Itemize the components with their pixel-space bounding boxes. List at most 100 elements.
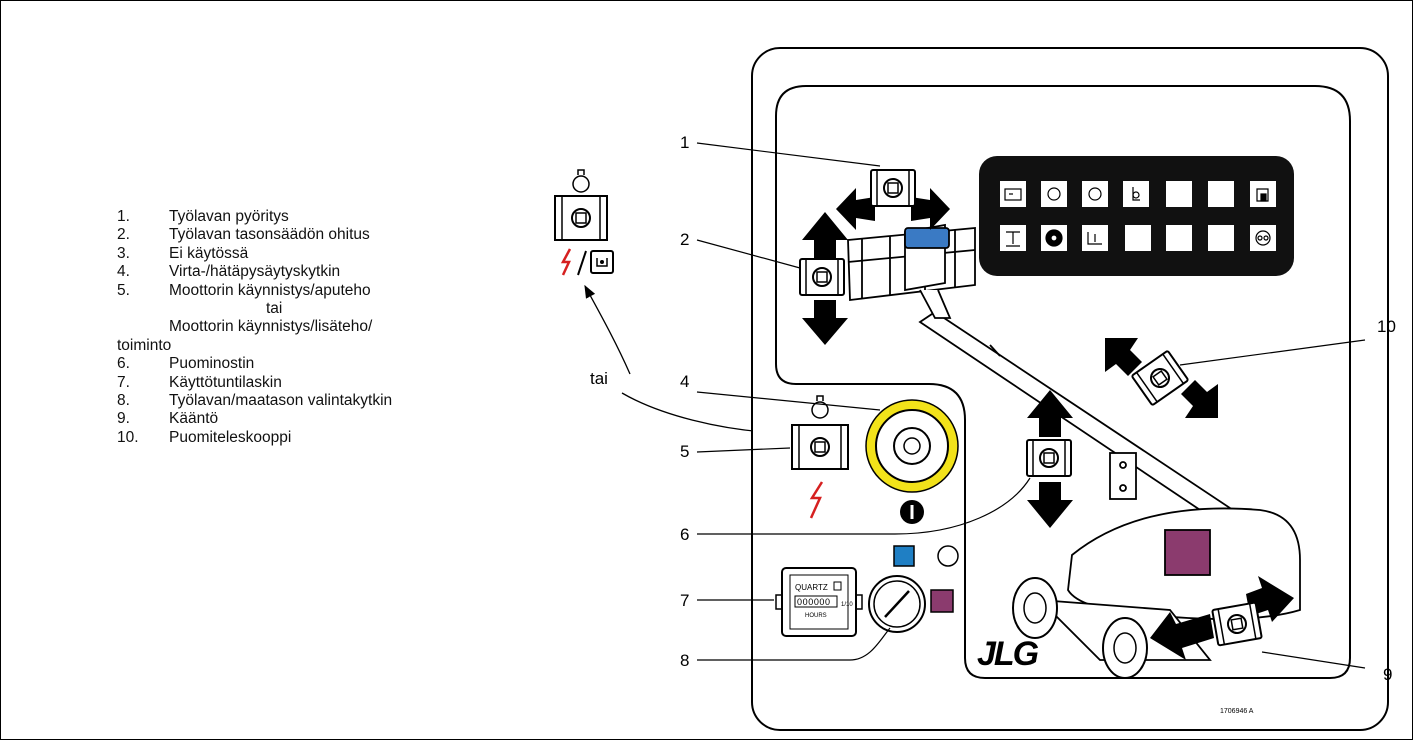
jlg-logo: JLG — [977, 635, 1039, 673]
legend-text: Työlavan/maatason valintakytkin — [169, 392, 393, 410]
callout-6: 6 — [680, 525, 689, 544]
oil-pressure-indicator — [1041, 181, 1067, 207]
telescope-arrow-in — [1181, 380, 1218, 418]
rotate-arrow-left — [836, 188, 875, 230]
hour-meter-digits: 000000 — [797, 597, 831, 607]
legend-or: tai — [266, 300, 283, 318]
glow-plug-indicator — [1250, 225, 1276, 251]
ground-select-button — [930, 589, 954, 613]
callout-2: 2 — [680, 230, 689, 249]
legend-text: Kääntö — [169, 410, 219, 428]
alt-start-switch — [554, 195, 608, 241]
engine-start-switch — [791, 424, 849, 470]
level-arrow-down — [802, 300, 848, 345]
indicator-lamp — [937, 545, 959, 567]
legend-text: Puomiteleskooppi — [169, 428, 292, 446]
legend-number: 3. — [117, 244, 130, 262]
engine-icon — [572, 169, 590, 193]
coolant-temp-indicator — [1123, 181, 1149, 207]
auxiliary-function-icon — [590, 250, 614, 274]
legend-number: 9. — [117, 410, 130, 428]
blank-indicator — [1208, 225, 1234, 251]
leader-lines — [696, 142, 1366, 669]
hour-meter-fraction: 1/10 — [841, 602, 853, 608]
legend-number: 5. — [117, 281, 130, 299]
callout-8: 8 — [680, 651, 689, 670]
legend-item: 6. Puominostin — [117, 355, 392, 373]
hour-meter-brand: QUARTZ — [795, 583, 828, 592]
swing-switch — [1211, 601, 1263, 647]
callout-9: 9 — [1383, 665, 1392, 684]
part-number: 1706946 A — [1220, 708, 1254, 715]
wheel — [1012, 577, 1058, 639]
blank-indicator — [1125, 225, 1151, 251]
platform-basket — [847, 223, 976, 319]
legend-item: 9. Kääntö — [117, 410, 392, 428]
platform-rotate-switch — [870, 169, 916, 207]
level-arrow-up — [802, 212, 848, 258]
legend-item: 1. Työlavan pyöritys — [117, 208, 392, 226]
indicator-lights — [1000, 181, 1276, 251]
callout-4: 4 — [680, 372, 689, 391]
boom-lift-switch — [1026, 439, 1072, 477]
power-icon — [900, 500, 924, 524]
direction-arrows — [802, 188, 1294, 660]
blank-indicator — [1166, 225, 1192, 251]
legend: 1. Työlavan pyöritys 2. Työlavan tasonsääd… — [117, 208, 392, 447]
emergency-stop-button — [865, 399, 959, 493]
legend-text: Käyttötuntilaskin — [169, 373, 282, 391]
platform-level-override-switch — [799, 258, 845, 296]
legend-text: Puominostin — [169, 355, 255, 373]
legend-text: Työlavan pyöritys — [169, 208, 289, 225]
legend-number: 2. — [117, 226, 130, 244]
callout-labels: 1 2 4 5 6 7 8 9 10 — [680, 133, 1396, 684]
indicator-symbols — [1004, 187, 1271, 247]
legend-item: 3. Ei käytössä — [117, 245, 392, 263]
lightning-bolt-icon — [809, 481, 824, 519]
rotate-arrow-right — [911, 188, 950, 230]
legend-number: 7. — [117, 373, 130, 391]
legend-text: Moottorin käynnistys/aputeho — [169, 281, 371, 299]
blank-indicator — [1208, 181, 1234, 207]
indicator-console — [979, 156, 1294, 276]
legend-item: 7. Käyttötuntilaskin — [117, 374, 392, 392]
slash-separator — [577, 250, 587, 276]
lift-arrow-up — [1027, 390, 1073, 437]
legend-text-continued: toiminto — [117, 336, 172, 354]
legend-item: 4. Virta-/hätäpysäytyskytkin — [117, 263, 392, 281]
wheel — [1102, 617, 1148, 679]
or-arrow-up — [584, 284, 631, 375]
swing-arrow-right — [1246, 576, 1294, 622]
air-filter-indicator — [1082, 181, 1108, 207]
legend-text: Ei käytössä — [169, 244, 249, 262]
key-select-switch — [868, 575, 926, 633]
legend-number: 6. — [117, 355, 130, 373]
legend-number: 10. — [117, 428, 139, 446]
legend-text: Työlavan tasonsäädön ohitus — [169, 226, 370, 244]
callout-10: 10 — [1377, 317, 1396, 336]
panel-inner-outline — [775, 85, 1351, 679]
legend-number: 1. — [117, 208, 130, 225]
lightning-bolt-icon — [560, 248, 572, 276]
legend-item: 5. Moottorin käynnistys/aputeho — [117, 282, 392, 300]
lift-arrow-down — [1027, 482, 1073, 528]
legend-number: 8. — [117, 392, 130, 410]
swing-arrow-left — [1150, 612, 1214, 660]
legend-number: 4. — [117, 263, 130, 281]
hour-meter: QUARTZ 000000 HOURS 1/10 — [775, 567, 863, 637]
legend-item: 10. Puomiteleskooppi — [117, 429, 392, 447]
legend-item: 8. Työlavan/maatason valintakytkin — [117, 392, 392, 410]
legend-text: Virta-/hätäpysäytyskytkin — [169, 263, 341, 281]
hour-meter-unit: HOURS — [805, 613, 827, 619]
platform-select-button — [893, 545, 915, 567]
legend-item: toiminto — [117, 337, 392, 355]
legend-item: 2. Työlavan tasonsäädön ohitus — [117, 226, 392, 244]
callout-1: 1 — [680, 133, 689, 152]
legend-text-continued: Moottorin käynnistys/lisäteho/ — [169, 318, 373, 336]
blank-indicator — [1166, 181, 1192, 207]
callout-5: 5 — [680, 442, 689, 461]
telescope-arrow-out — [1105, 338, 1142, 376]
or-label: tai — [590, 369, 608, 388]
callout-7: 7 — [680, 591, 689, 610]
